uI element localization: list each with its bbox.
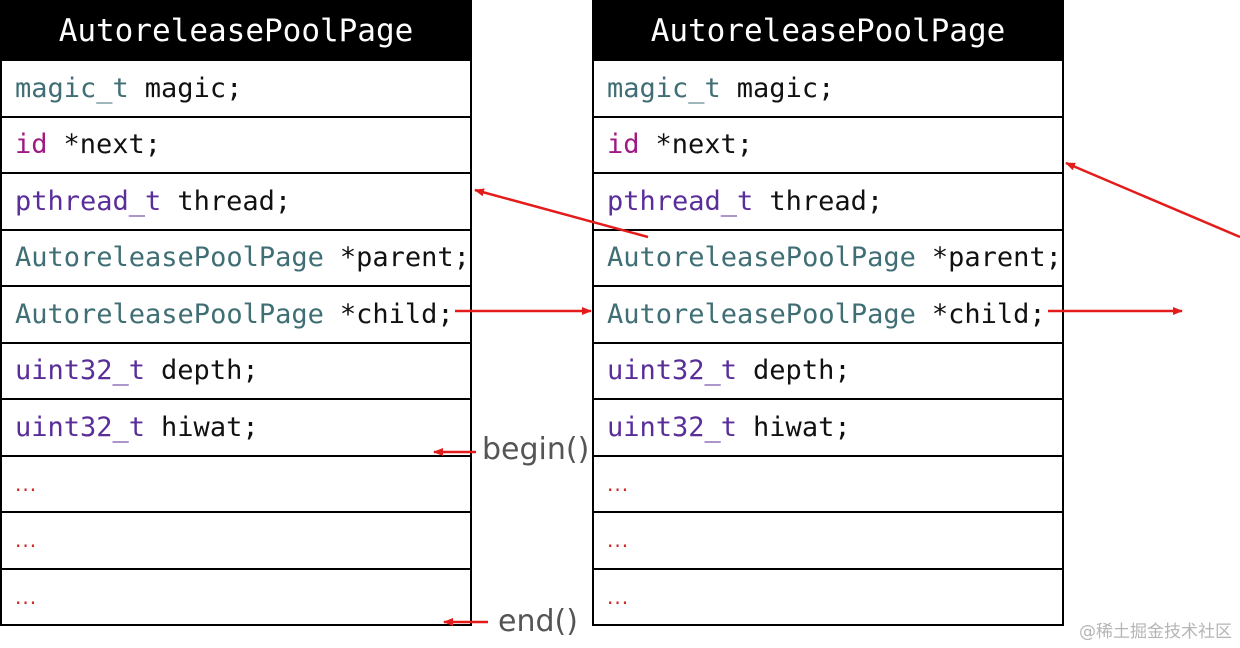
object-slot: ... [594, 567, 1062, 625]
object-slot: ... [2, 567, 470, 625]
field-type: AutoreleasePoolPage [607, 298, 916, 330]
field-magic: magic_t magic; [2, 59, 470, 116]
field-name: *child; [931, 298, 1046, 330]
field-next: id *next; [2, 115, 470, 173]
field-hiwat: uint32_t hiwat; [2, 398, 470, 455]
field-next: id *next; [594, 115, 1062, 173]
field-type: uint32_t [607, 355, 738, 387]
slot-ellipsis: ... [15, 471, 38, 496]
field-child: AutoreleasePoolPage *child; [594, 285, 1062, 342]
field-name: depth; [161, 355, 259, 387]
field-name: hiwat; [161, 411, 259, 443]
field-name: *child; [339, 298, 454, 330]
object-slot: ... [2, 454, 470, 512]
autorelease-pool-page-right: AutoreleasePoolPage magic_t magic; id *nex… [592, 0, 1064, 626]
field-name: hiwat; [753, 411, 851, 443]
field-name: thread; [177, 185, 292, 217]
field-magic: magic_t magic; [594, 59, 1062, 116]
slot-ellipsis: ... [15, 584, 38, 609]
field-type: pthread_t [15, 185, 162, 217]
field-name: magic; [736, 72, 835, 104]
field-hiwat: uint32_t hiwat; [594, 398, 1062, 455]
field-name: *parent; [339, 242, 470, 274]
object-slot: ... [594, 454, 1062, 512]
slot-ellipsis: ... [607, 471, 630, 496]
slot-ellipsis: ... [15, 528, 38, 553]
field-name: thread; [769, 185, 884, 217]
field-type: uint32_t [607, 411, 738, 443]
object-slot: ... [594, 511, 1062, 568]
field-type: uint32_t [15, 355, 146, 387]
field-type: AutoreleasePoolPage [607, 242, 916, 274]
field-thread: pthread_t thread; [2, 172, 470, 229]
field-type: AutoreleasePoolPage [15, 298, 324, 330]
field-type: uint32_t [15, 411, 146, 443]
field-name: *next; [63, 129, 162, 161]
field-parent: AutoreleasePoolPage *parent; [594, 228, 1062, 286]
watermark: @稀土掘金技术社区 [1079, 622, 1232, 642]
field-name: depth; [753, 355, 851, 387]
begin-label: begin() [482, 432, 590, 467]
field-type: AutoreleasePoolPage [15, 242, 324, 274]
autorelease-pool-page-left: AutoreleasePoolPage magic_t magic; id *nex… [0, 0, 472, 626]
field-parent: AutoreleasePoolPage *parent; [2, 228, 470, 286]
parent-pointer-arrow [474, 188, 649, 239]
field-name: magic; [144, 72, 243, 104]
next-pointer-arrow [1065, 161, 1240, 239]
page-title: AutoreleasePoolPage [2, 2, 470, 59]
field-name: *next; [655, 129, 754, 161]
field-type: magic_t [15, 72, 129, 104]
field-type: magic_t [607, 72, 721, 104]
field-name: *parent; [931, 242, 1062, 274]
field-thread: pthread_t thread; [594, 172, 1062, 229]
page-title: AutoreleasePoolPage [594, 2, 1062, 59]
field-type: pthread_t [607, 185, 754, 217]
field-child: AutoreleasePoolPage *child; [2, 285, 470, 342]
end-label: end() [498, 604, 578, 639]
slot-ellipsis: ... [607, 584, 630, 609]
field-depth: uint32_t depth; [594, 341, 1062, 399]
object-slot: ... [2, 511, 470, 568]
field-type: id [607, 129, 640, 161]
slot-ellipsis: ... [607, 528, 630, 553]
field-type: id [15, 129, 48, 161]
field-depth: uint32_t depth; [2, 341, 470, 399]
